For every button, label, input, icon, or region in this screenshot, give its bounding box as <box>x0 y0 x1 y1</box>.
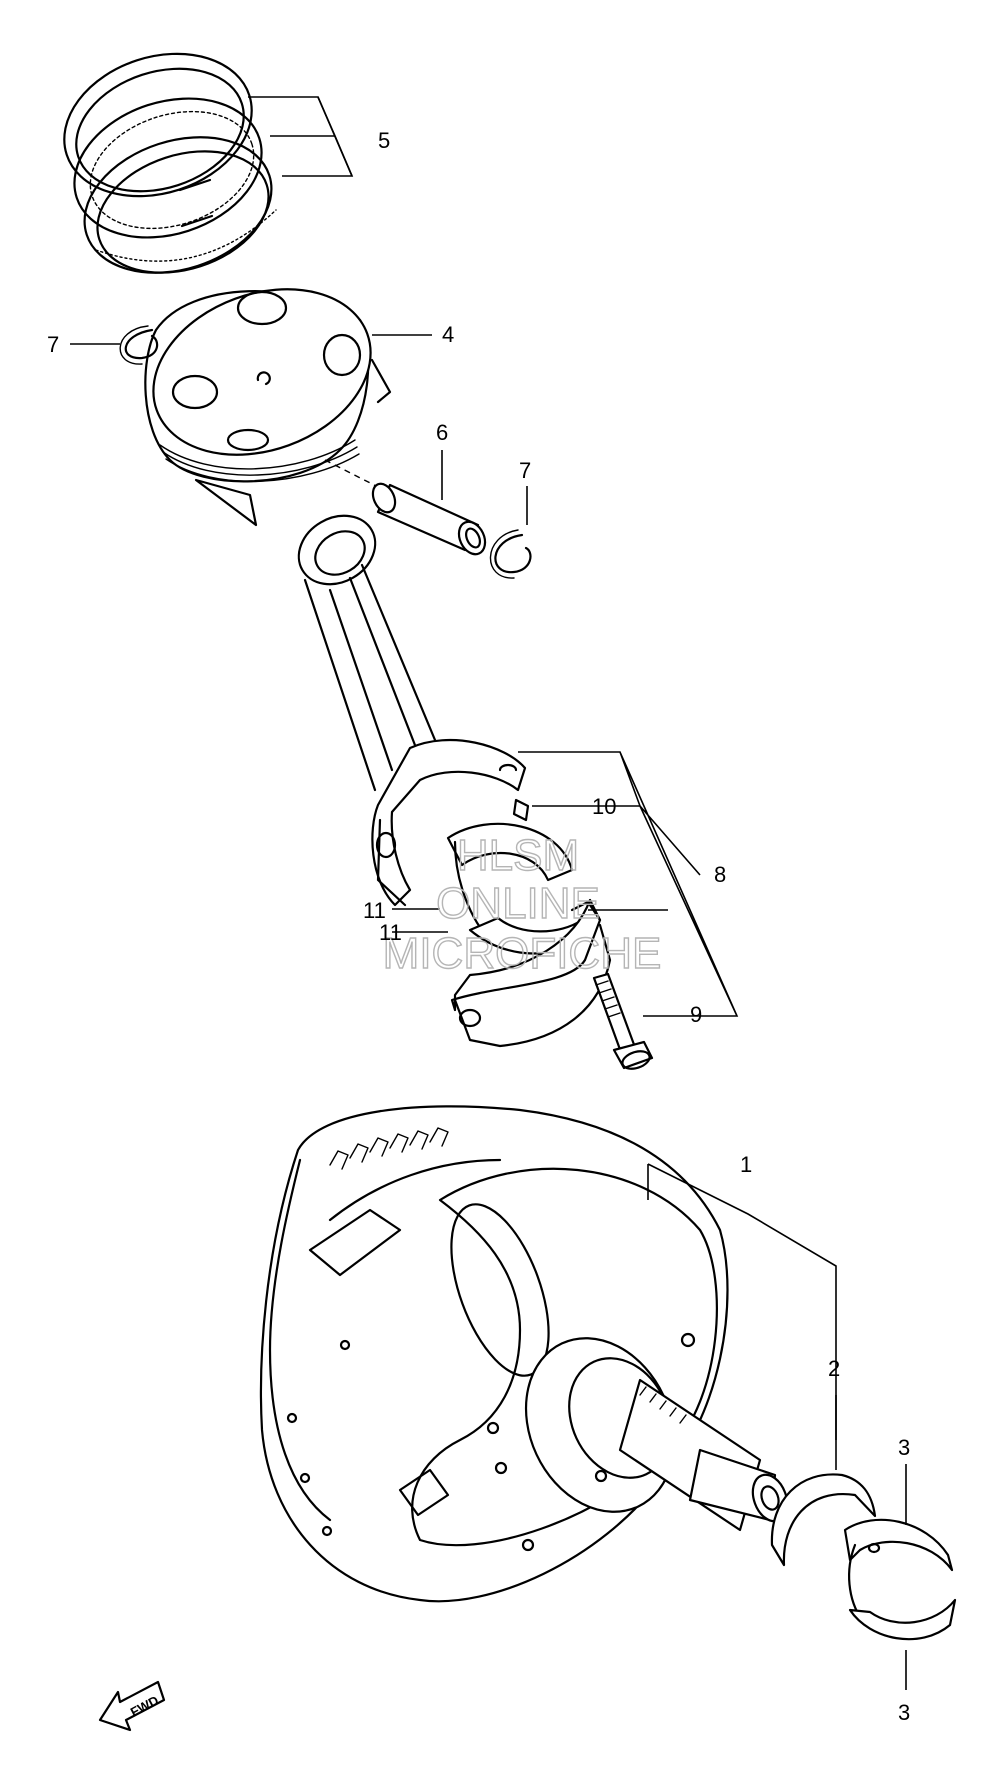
leader-bracket-8 <box>518 751 739 1017</box>
forward-arrow-icon <box>98 1680 166 1732</box>
watermark: HLSM ONLINE MICROFICHE <box>382 830 662 978</box>
connecting-rod-cap <box>450 898 612 1048</box>
callout-7-right: 7 <box>519 458 531 483</box>
callout-9: 9 <box>690 1002 702 1027</box>
piston-rings <box>63 52 354 274</box>
callout-3-top: 3 <box>898 1435 910 1460</box>
callout-3-bottom: 3 <box>898 1700 910 1725</box>
circlip-left <box>70 325 159 365</box>
main-bearings <box>843 1464 957 1690</box>
callout-2: 2 <box>828 1356 840 1381</box>
callout-7-left: 7 <box>47 332 59 357</box>
callout-10: 10 <box>592 794 616 819</box>
dowel-pin <box>512 798 586 822</box>
circlip-right <box>489 486 532 579</box>
thrust-washer <box>770 1395 877 1567</box>
callout-8: 8 <box>714 862 726 887</box>
callout-6: 6 <box>436 420 448 445</box>
watermark-line2: ONLINE <box>436 879 600 928</box>
piston-pin <box>371 450 487 556</box>
watermark-line1: HLSM <box>457 831 579 880</box>
callout-11-b: 11 <box>379 920 402 945</box>
callout-11-a: 11 <box>363 898 386 923</box>
connecting-rod-bolt <box>592 972 686 1070</box>
callout-1: 1 <box>740 1152 752 1177</box>
callout-5: 5 <box>378 128 390 153</box>
forward-direction-badge: FWD <box>98 1680 166 1732</box>
callout-4: 4 <box>442 322 454 347</box>
crankshaft <box>259 1105 837 1603</box>
piston <box>144 288 432 527</box>
watermark-line3: MICROFICHE <box>383 929 662 978</box>
connecting-rod <box>297 514 527 907</box>
